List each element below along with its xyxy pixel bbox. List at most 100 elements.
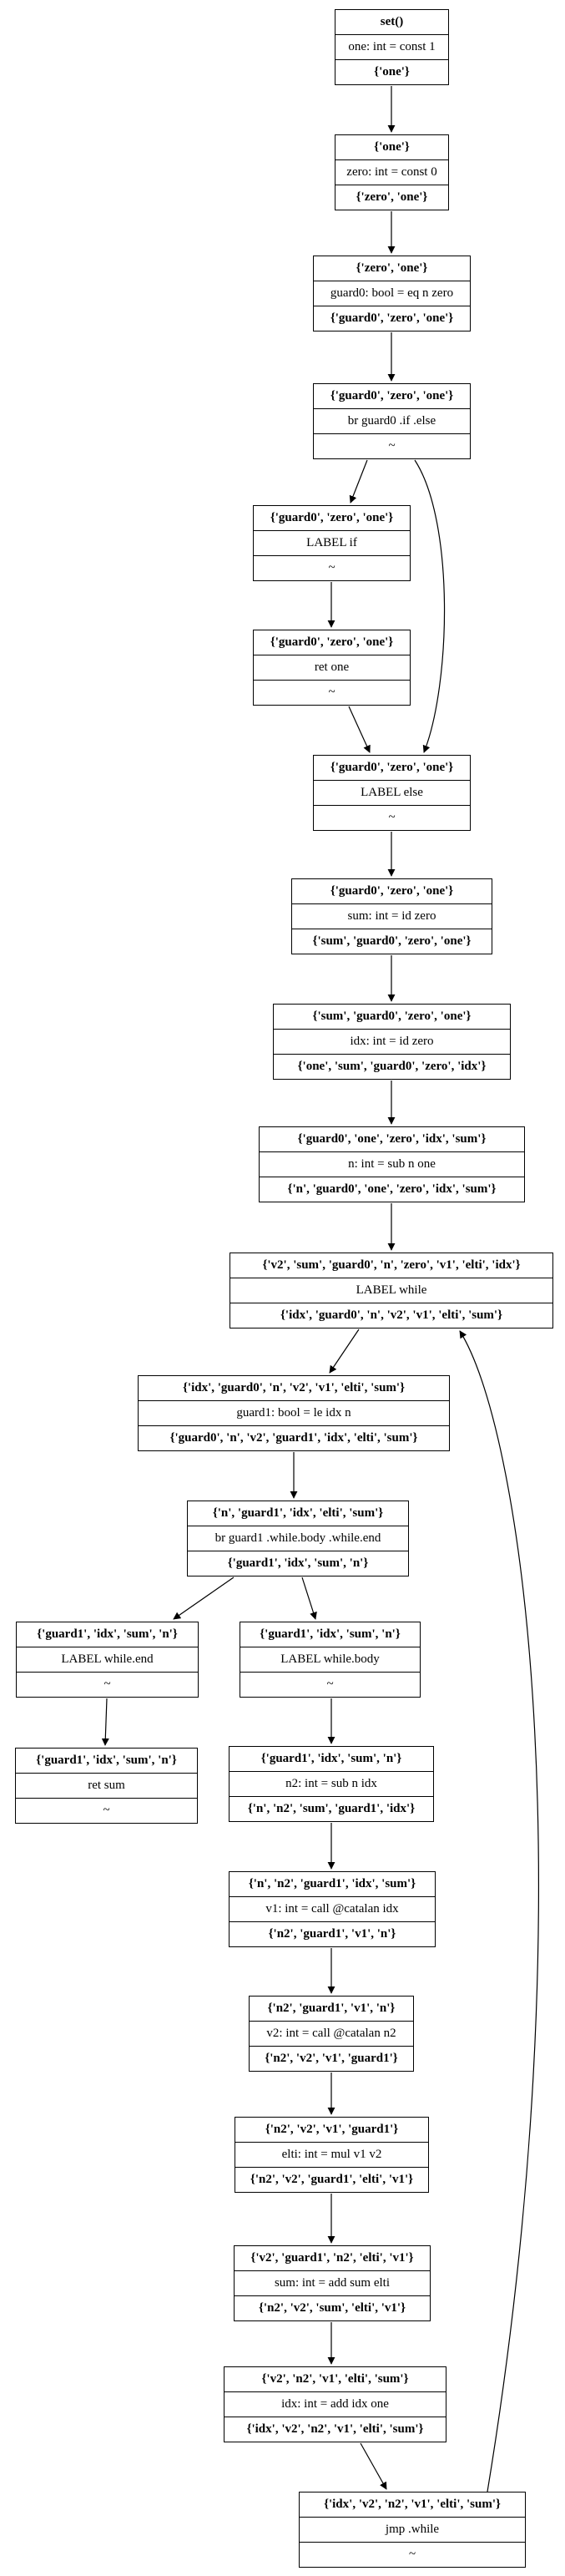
node-live-in: {'zero', 'one'} [314, 256, 470, 281]
node-live-in: {'guard0', 'zero', 'one'} [292, 879, 492, 904]
node-live-out: {'one', 'sum', 'guard0', 'zero', 'idx'} [297, 1060, 487, 1073]
node-instruction: one: int = const 1 [335, 35, 448, 60]
cfg-node: {'guard0', 'one', 'zero', 'idx', 'sum'}n… [259, 1126, 525, 1202]
edge-arrow [349, 459, 368, 504]
node-live-out: ~ [408, 2548, 416, 2561]
edge-arrow [414, 459, 446, 753]
node-live-out: {'n2', 'v2', 'v1', 'guard1'} [265, 2052, 398, 2065]
node-live-in: {'n2', 'guard1', 'v1', 'n'} [250, 1997, 413, 2022]
node-instruction: guard1: bool = le idx n [139, 1401, 449, 1426]
node-instruction: elti: int = mul v1 v2 [235, 2143, 428, 2168]
edge-arrow [459, 1330, 539, 2492]
node-instruction: guard0: bool = eq n zero [314, 281, 470, 306]
node-live-in: {'idx', 'v2', 'n2', 'v1', 'elti', 'sum'} [300, 2492, 525, 2518]
node-live-out: {'n2', 'v2', 'guard1', 'elti', 'v1'} [250, 2173, 414, 2186]
node-live-in: {'guard1', 'idx', 'sum', 'n'} [230, 1747, 433, 1772]
node-live-out: {'guard1', 'idx', 'sum', 'n'} [227, 1556, 369, 1570]
node-instruction: v1: int = call @catalan idx [230, 1897, 435, 1922]
cfg-node: {'guard1', 'idx', 'sum', 'n'}LABEL while… [16, 1622, 199, 1698]
node-instruction: LABEL while.body [240, 1647, 420, 1673]
node-instruction: idx: int = id zero [274, 1030, 510, 1055]
node-live-in: {'v2', 'guard1', 'n2', 'elti', 'v1'} [235, 2246, 430, 2271]
node-live-in: {'v2', 'n2', 'v1', 'elti', 'sum'} [224, 2367, 446, 2392]
node-live-out: {'guard0', 'zero', 'one'} [330, 311, 454, 325]
cfg-node: {'guard1', 'idx', 'sum', 'n'}ret sum ~ [15, 1748, 198, 1824]
edge-arrow [101, 1698, 109, 1746]
node-live-out: ~ [388, 811, 396, 824]
cfg-node: {'guard0', 'zero', 'one'}sum: int = id z… [291, 878, 492, 954]
node-instruction: zero: int = const 0 [335, 160, 448, 185]
cfg-node: {'idx', 'v2', 'n2', 'v1', 'elti', 'sum'}… [299, 2492, 526, 2568]
node-live-in: {'guard0', 'zero', 'one'} [314, 384, 470, 409]
node-live-out: {'n2', 'v2', 'sum', 'elti', 'v1'} [258, 2301, 406, 2315]
node-instruction: ret one [254, 655, 410, 681]
node-live-in: {'guard1', 'idx', 'sum', 'n'} [17, 1622, 198, 1647]
node-live-in: {'guard1', 'idx', 'sum', 'n'} [240, 1622, 420, 1647]
cfg-node: {'n2', 'guard1', 'v1', 'n'}v2: int = cal… [249, 1996, 414, 2072]
node-instruction: LABEL else [314, 781, 470, 806]
node-live-out: ~ [328, 561, 335, 574]
node-live-out: {'one'} [374, 65, 410, 78]
node-instruction: ret sum [16, 1774, 197, 1799]
node-live-in: {'guard1', 'idx', 'sum', 'n'} [16, 1749, 197, 1774]
node-live-out: {'n', 'n2', 'sum', 'guard1', 'idx'} [247, 1802, 416, 1815]
node-live-out: {'n2', 'guard1', 'v1', 'n'} [268, 1927, 396, 1941]
node-live-in: {'guard0', 'zero', 'one'} [314, 756, 470, 781]
node-live-in: set() [335, 10, 448, 35]
cfg-node: {'guard0', 'zero', 'one'}ret one ~ [253, 630, 411, 706]
edge-arrow [329, 1328, 360, 1374]
cfg-node: {'v2', 'n2', 'v1', 'elti', 'sum'}idx: in… [224, 2366, 446, 2442]
cfg-node: {'idx', 'guard0', 'n', 'v2', 'v1', 'elti… [138, 1375, 450, 1451]
node-instruction: LABEL while [230, 1278, 552, 1303]
cfg-node: {'n', 'n2', 'guard1', 'idx', 'sum'}v1: i… [229, 1871, 436, 1947]
cfg-node: {'v2', 'guard1', 'n2', 'elti', 'v1'}sum:… [234, 2245, 431, 2321]
edge-arrow [301, 1576, 317, 1620]
cfg-node: {'guard0', 'zero', 'one'}br guard0 .if .… [313, 383, 471, 459]
edge-arrow [173, 1576, 235, 1620]
node-instruction: jmp .while [300, 2518, 525, 2543]
node-live-in: {'one'} [335, 135, 448, 160]
node-live-in: {'guard0', 'one', 'zero', 'idx', 'sum'} [260, 1127, 524, 1152]
edge-arrow [348, 706, 371, 753]
node-live-in: {'n', 'n2', 'guard1', 'idx', 'sum'} [230, 1872, 435, 1897]
node-live-in: {'sum', 'guard0', 'zero', 'one'} [274, 1005, 510, 1030]
cfg-node: {'guard0', 'zero', 'one'}LABEL if ~ [253, 505, 411, 581]
edge-arrow [360, 2442, 387, 2490]
node-instruction: n2: int = sub n idx [230, 1772, 433, 1797]
cfg-node: {'sum', 'guard0', 'zero', 'one'}idx: int… [273, 1004, 511, 1080]
cfg-node: {'guard0', 'zero', 'one'}LABEL else ~ [313, 755, 471, 831]
node-live-out: ~ [388, 439, 396, 453]
node-live-in: {'guard0', 'zero', 'one'} [254, 630, 410, 655]
node-live-out: ~ [328, 686, 335, 699]
cfg-node: {'guard1', 'idx', 'sum', 'n'}LABEL while… [240, 1622, 421, 1698]
node-live-out: {'zero', 'one'} [356, 190, 428, 204]
node-instruction: sum: int = add sum elti [235, 2271, 430, 2296]
node-live-in: {'n2', 'v2', 'v1', 'guard1'} [235, 2118, 428, 2143]
node-instruction: LABEL if [254, 531, 410, 556]
node-live-in: {'v2', 'sum', 'guard0', 'n', 'zero', 'v1… [230, 1253, 552, 1278]
cfg-node: {'guard1', 'idx', 'sum', 'n'}n2: int = s… [229, 1746, 434, 1822]
node-live-out: {'n', 'guard0', 'one', 'zero', 'idx', 's… [287, 1182, 497, 1196]
node-instruction: idx: int = add idx one [224, 2392, 446, 2417]
node-live-out: {'sum', 'guard0', 'zero', 'one'} [312, 934, 472, 948]
node-live-out: ~ [326, 1678, 334, 1691]
node-live-out: {'idx', 'v2', 'n2', 'v1', 'elti', 'sum'} [246, 2422, 424, 2436]
node-instruction: br guard1 .while.body .while.end [188, 1526, 408, 1551]
cfg-node: {'zero', 'one'}guard0: bool = eq n zero {… [313, 256, 471, 331]
node-live-out: ~ [103, 1804, 110, 1817]
cfg-node: set()one: int = const 1 {'one'} [335, 9, 449, 85]
cfg-node: {'v2', 'sum', 'guard0', 'n', 'zero', 'v1… [230, 1253, 553, 1328]
node-live-in: {'n', 'guard1', 'idx', 'elti', 'sum'} [188, 1501, 408, 1526]
cfg-node: {'n2', 'v2', 'v1', 'guard1'}elti: int = … [235, 2117, 429, 2193]
node-live-out: {'idx', 'guard0', 'n', 'v2', 'v1', 'elti… [280, 1308, 503, 1322]
node-instruction: v2: int = call @catalan n2 [250, 2022, 413, 2047]
cfg-node: {'one'}zero: int = const 0 {'zero', 'one'… [335, 134, 449, 210]
node-live-in: {'guard0', 'zero', 'one'} [254, 506, 410, 531]
node-instruction: n: int = sub n one [260, 1152, 524, 1177]
node-instruction: sum: int = id zero [292, 904, 492, 929]
node-live-in: {'idx', 'guard0', 'n', 'v2', 'v1', 'elti… [139, 1376, 449, 1401]
node-instruction: LABEL while.end [17, 1647, 198, 1673]
cfg-node: {'n', 'guard1', 'idx', 'elti', 'sum'}br … [187, 1501, 409, 1576]
node-live-out: ~ [103, 1678, 111, 1691]
